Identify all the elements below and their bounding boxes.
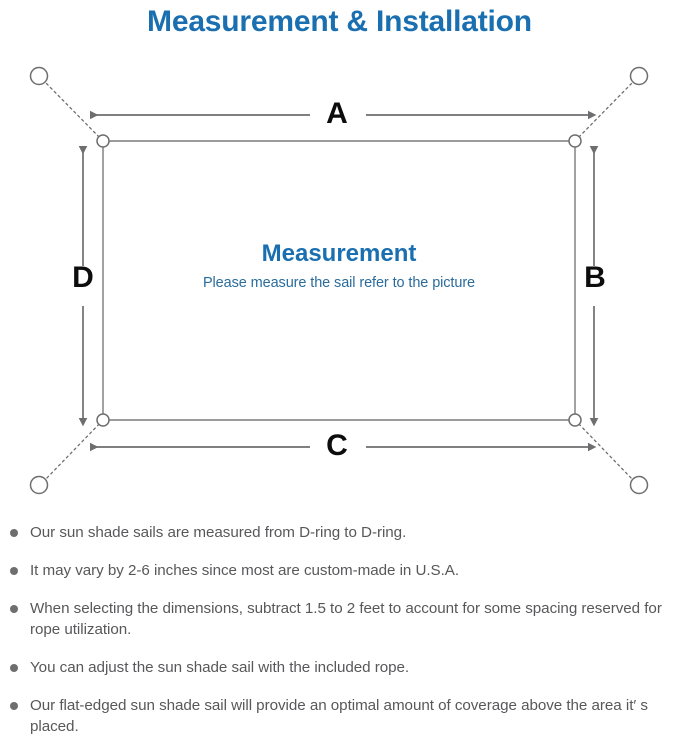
list-item: It may vary by 2-6 inches since most are… [0,560,679,581]
anchor-bottom-right [629,475,649,495]
anchor-bottom-left [29,475,49,495]
rope-top-right [574,80,635,142]
notes-list: Our sun shade sails are measured from D-… [0,522,679,754]
note-text: When selecting the dimensions, subtract … [30,600,662,638]
note-text: You can adjust the sun shade sail with t… [30,659,410,676]
bullet-icon [10,605,18,613]
d-ring-bottom-right [568,413,582,427]
d-ring-top-right [568,134,582,148]
d-ring-bottom-left [96,413,110,427]
list-item: Our flat-edged sun shade sail will provi… [0,695,679,737]
dimension-label-c: C [326,429,348,462]
d-rings [96,134,582,427]
anchor-top-right [629,66,649,86]
note-text: Our flat-edged sun shade sail will provi… [30,697,648,735]
bullet-icon [10,702,18,710]
page-title: Measurement & Installation [147,5,532,38]
dimension-label-a: A [326,97,348,130]
list-item: You can adjust the sun shade sail with t… [0,657,679,678]
measurement-diagram: Measurement Please measure the sail refe… [0,44,679,514]
bullet-icon [10,664,18,672]
note-text: It may vary by 2-6 inches since most are… [30,562,460,579]
rope-top-left [43,80,104,142]
diagram-canvas [29,66,649,495]
list-item: Our sun shade sails are measured from D-… [0,522,679,543]
anchor-top-left [29,66,49,86]
dimension-label-b: B [584,261,606,294]
bullet-icon [10,567,18,575]
dimension-label-d: D [72,261,94,294]
rope-bottom-right [574,419,635,482]
bullet-icon [10,529,18,537]
anchor-points [29,66,649,495]
sail-body [102,140,576,421]
note-text: Our sun shade sails are measured from D-… [30,524,407,541]
d-ring-top-left [96,134,110,148]
rope-lines [43,80,635,482]
list-item: When selecting the dimensions, subtract … [0,598,679,640]
rope-bottom-left [43,419,104,482]
